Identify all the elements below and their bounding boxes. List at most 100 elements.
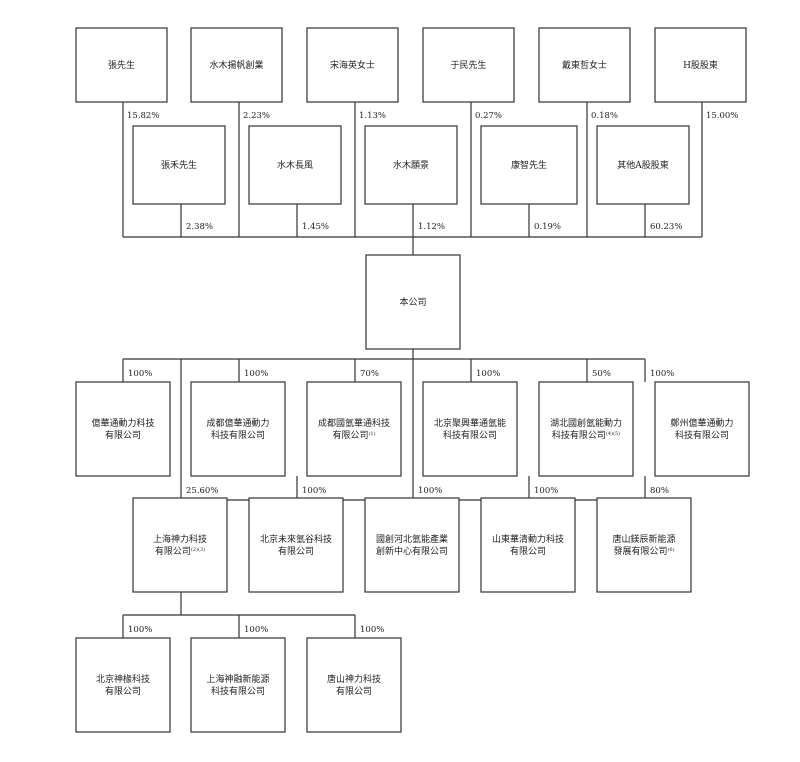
second-tier-box-4-frame: [480, 497, 576, 593]
subsidiary-box-3-note: (1): [368, 430, 375, 437]
shareholder-pct-7: 2.38%: [186, 222, 213, 232]
second-tier-box-2-label: 北京未來氫谷科技: [260, 533, 332, 545]
second-tier-box-3-label: 創新中心有限公司: [376, 545, 448, 557]
subsidiary-box-4-frame: [422, 381, 518, 477]
subsidiary-box-5-label: 湖北國創氫能動力: [550, 417, 622, 429]
percentage-labels: 15.82%2.23%1.13%0.27%0.18%15.00%2.38%1.4…: [127, 111, 738, 635]
second-tier-box-3-frame: [364, 497, 460, 593]
shareholder-box-1: 張先生: [75, 27, 168, 103]
second-tier-box-1-frame: [132, 497, 228, 593]
shareholder-pct-2: 2.23%: [243, 111, 270, 121]
shareholder-box-7-frame: [132, 125, 226, 205]
second-tier-box-5-label: 唐山鎂辰新能源: [612, 533, 675, 545]
shareholder-box-3-label: 宋海英女士: [330, 59, 375, 71]
shareholder-box-11-label: 其他A股股東: [617, 159, 669, 171]
third-tier-box-3-label: 有限公司: [336, 685, 372, 697]
shareholder-box-2: 水木揚帆創業: [190, 27, 283, 103]
company-box-frame: [365, 254, 461, 350]
subsidiary-pct-5: 50%: [592, 369, 611, 379]
third-tier-box-1-label: 有限公司: [105, 685, 141, 697]
subsidiary-box-5-frame: [538, 381, 634, 477]
subsidiary-box-4-label: 科技有限公司: [443, 429, 497, 441]
shareholder-pct-3: 1.13%: [359, 111, 386, 121]
company-box: 本公司: [365, 254, 461, 350]
second-tier-pct-1: 25.60%: [186, 486, 218, 496]
shareholder-box-5-frame: [538, 27, 631, 103]
subsidiary-box-2-frame: [190, 381, 286, 477]
subsidiary-pct-6: 100%: [650, 369, 674, 379]
subsidiary-box-6-label: 鄭州億華通動力: [670, 417, 733, 429]
third-tier-pct-1: 100%: [128, 625, 152, 635]
shareholder-box-2-label: 水木揚帆創業: [209, 59, 263, 71]
third-tier-box-3-frame: [306, 637, 402, 733]
shareholder-box-3-frame: [306, 27, 399, 103]
subsidiary-pct-4: 100%: [476, 369, 500, 379]
shareholder-pct-10: 0.19%: [534, 222, 561, 232]
subsidiary-pct-2: 100%: [244, 369, 268, 379]
shareholder-box-10-label: 康智先生: [511, 159, 547, 171]
third-tier-box-1-frame: [75, 637, 171, 733]
subsidiary-box-3-label: 成都國氫華通科技: [318, 417, 390, 429]
subsidiary-box-5-label: 科技有限公司(4)(5): [552, 429, 620, 441]
second-tier-box-4-label: 有限公司: [510, 545, 546, 557]
shareholder-box-7-label: 張禾先生: [161, 159, 197, 171]
second-tier-pct-2: 100%: [302, 486, 326, 496]
shareholder-pct-8: 1.45%: [302, 222, 329, 232]
shareholder-box-4-frame: [422, 27, 515, 103]
second-tier-box-3-label: 國創河北氫能產業: [376, 533, 448, 545]
subsidiary-box-4-label: 北京聚興華通氫能: [434, 417, 506, 429]
shareholder-box-9-frame: [364, 125, 458, 205]
third-tier-pct-2: 100%: [244, 625, 268, 635]
third-tier-box-2-frame: [190, 637, 286, 733]
shareholder-pct-11: 60.23%: [650, 222, 682, 232]
shareholder-box-6-frame: [654, 27, 747, 103]
second-tier-pct-3: 100%: [418, 486, 442, 496]
subsidiary-box-3-label: 有限公司(1): [332, 429, 375, 441]
shareholder-box-8-frame: [248, 125, 342, 205]
shareholder-box-9: 水木願景: [364, 125, 458, 205]
subsidiary-box-3-frame: [306, 381, 402, 477]
shareholder-box-10-frame: [480, 125, 578, 205]
second-tier-box-5-label: 發展有限公司(6): [613, 545, 674, 557]
subsidiary-box-1-label: 億華通動力科技: [91, 417, 154, 429]
shareholder-box-10: 康智先生: [480, 125, 578, 205]
third-tier-box-1-label: 北京神椽科技: [96, 673, 150, 685]
second-tier-box-1-note: (2)(3): [191, 546, 205, 553]
shareholder-box-7: 張禾先生: [132, 125, 226, 205]
shareholder-pct-6: 15.00%: [706, 111, 738, 121]
shareholder-box-11: 其他A股股東: [596, 125, 690, 205]
subsidiary-box-5-note: (4)(5): [606, 430, 620, 437]
second-tier-box-2-frame: [248, 497, 344, 593]
third-tier-box-2-label: 科技有限公司: [211, 685, 265, 697]
shareholder-box-1-frame: [75, 27, 168, 103]
shareholder-box-6: H股股東: [654, 27, 747, 103]
shareholder-box-3: 宋海英女士: [306, 27, 399, 103]
second-tier-box-1-label: 上海神力科技: [153, 533, 207, 545]
second-tier-box-2-label: 有限公司: [278, 545, 314, 557]
subsidiary-pct-1: 100%: [128, 369, 152, 379]
shareholder-box-8-label: 水木長風: [277, 159, 313, 171]
shareholder-box-8: 水木長風: [248, 125, 342, 205]
subsidiary-box-6-frame: [654, 381, 750, 477]
second-tier-pct-5: 80%: [650, 486, 669, 496]
shareholder-box-2-frame: [190, 27, 283, 103]
shareholder-box-4: 于民先生: [422, 27, 515, 103]
shareholder-box-11-frame: [596, 125, 690, 205]
subsidiary-box-2-label: 科技有限公司: [211, 429, 265, 441]
shareholder-box-4-label: 于民先生: [450, 59, 486, 71]
third-tier-box-2-label: 上海神融新能源: [206, 673, 269, 685]
shareholder-box-5: 戴東哲女士: [538, 27, 631, 103]
